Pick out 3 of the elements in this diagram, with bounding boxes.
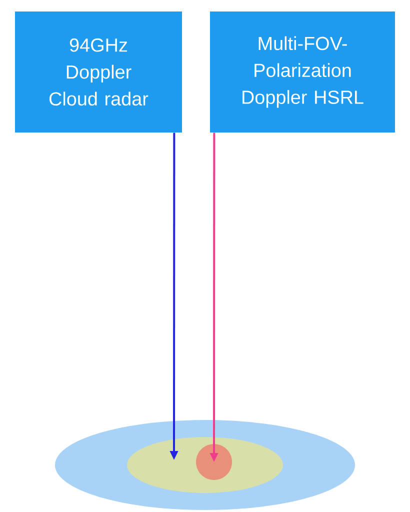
instrument-box: 94GHz Doppler Cloud radar: [15, 12, 182, 132]
instrument-box: Multi-FOV-Polarization Doppler HSRL: [210, 12, 395, 132]
target-spot: [196, 444, 232, 480]
